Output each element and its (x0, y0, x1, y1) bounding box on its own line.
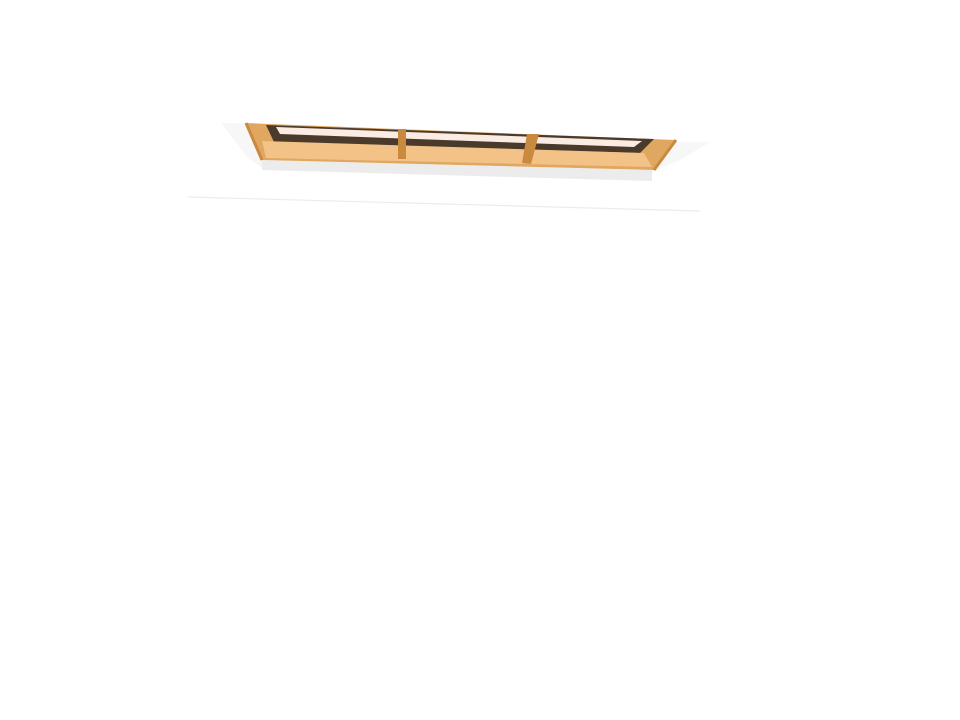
light-well-bottom-lip (262, 160, 652, 181)
ceiling-edge-line (187, 196, 701, 212)
skylight-frame-right-edge (652, 139, 678, 171)
skylight-frame-left-edge (244, 122, 264, 161)
skylight-frame-sill (262, 141, 652, 167)
skylight-mullion-right (522, 134, 539, 164)
skylight-mullion-left (398, 129, 406, 159)
skylight-sky-reflection (276, 127, 642, 147)
